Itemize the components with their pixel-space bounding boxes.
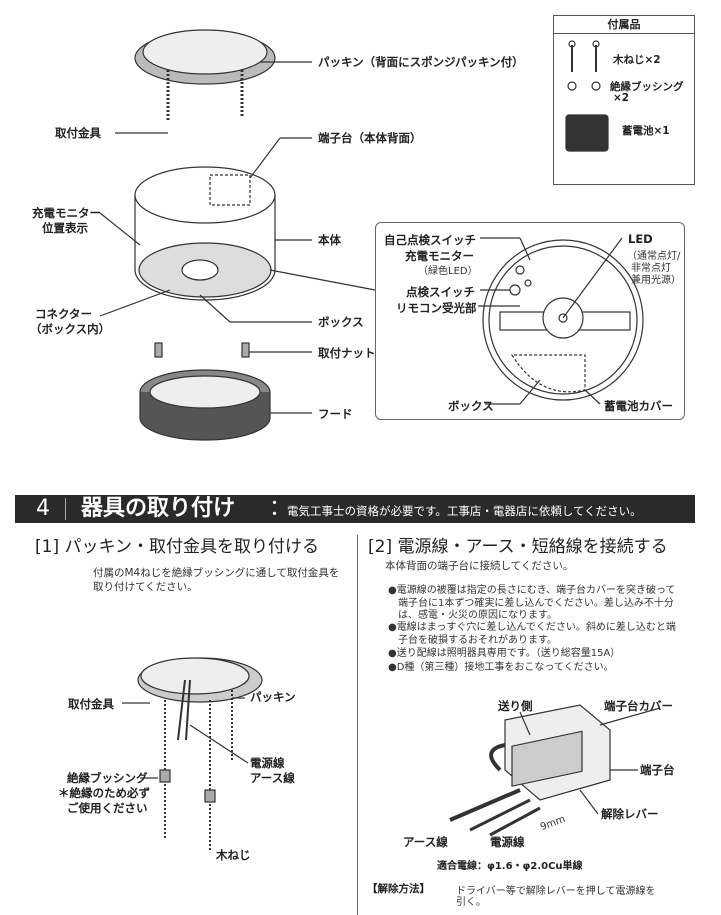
step2-bullet-1: ●電源線の被覆は指定の長さにむき、端子台カバーを突き破って端子台に1本ずつ確実に… xyxy=(388,585,676,621)
column-divider xyxy=(357,535,358,915)
bracket-install-drawing xyxy=(137,657,263,850)
connector-label-2: （ボックス内） xyxy=(30,322,111,336)
terminal-label: 端子台（本体背面） xyxy=(318,131,422,145)
section-separator xyxy=(65,498,66,520)
step1-earth-wire-label: アース線 xyxy=(250,771,295,785)
section-number: 4 xyxy=(36,496,50,521)
accessory-bushing-count: ×2 xyxy=(613,92,630,104)
check-switch-label: 点検スイッチ xyxy=(406,285,475,299)
green-led-label: （緑色LED） xyxy=(418,266,478,277)
release-method-text-1: ドライバー等で解除レバーを押して電源線を xyxy=(456,886,656,897)
section-4-header: 4 器具の取り付け ： 電気工事士の資格が必要です。工事店・電器店に依頼してくだ… xyxy=(15,495,695,523)
section-colon: ： xyxy=(269,496,292,521)
release-lever-label: 解除レバー xyxy=(601,807,659,821)
led-label: LED xyxy=(628,232,653,246)
section-title: 器具の取り付け xyxy=(81,496,236,521)
step1-bushing-note-1: ＊絶縁のため必ず xyxy=(58,786,150,800)
release-method-label: 【解除方法】 xyxy=(367,883,430,895)
step1-bracket-label: 取付金具 xyxy=(68,697,114,711)
accessories-title: 付属品 xyxy=(554,16,694,34)
body-label: 本体 xyxy=(318,233,341,247)
mounting-plate-drawing xyxy=(134,29,276,122)
step1-text-1: 付属のM4ねじを絶縁ブッシングに通して取付金具を xyxy=(93,567,340,579)
connector-label: コネクター xyxy=(35,307,93,321)
self-check-switch-label: 自己点検スイッチ xyxy=(384,233,476,247)
accessory-wood-screw: 木ねじ×2 xyxy=(613,54,661,66)
power-wire-label: 電源線 xyxy=(490,835,525,849)
section-note: 電気工事士の資格が必要です。工事店・電器店に依頼してください。 xyxy=(287,504,642,518)
step2-bullet-2: ●電線はまっすぐ穴に差し込んでください。斜めに差し込むと端子台を破損するおそれが… xyxy=(388,622,676,646)
step1-bushing-note-2: ご使用ください xyxy=(67,801,148,815)
charge-monitor-label: 充電モニター xyxy=(405,249,474,263)
monitor-position-label-2: 位置表示 xyxy=(42,221,88,235)
terminal-block-label: 端子台 xyxy=(640,763,675,777)
hood-drawing xyxy=(139,369,271,441)
step2-intro: 本体背面の端子台に接続してください。 xyxy=(385,560,574,572)
packing-label: パッキン（背面にスポンジパッキン付） xyxy=(318,55,524,69)
step1-packing-label: パッキン xyxy=(250,690,296,704)
accessory-battery: 蓄電池×1 xyxy=(622,125,670,137)
detail-box xyxy=(375,222,685,420)
release-method-text-2: 引く。 xyxy=(456,897,486,908)
step1-bushing-label: 絶縁ブッシング xyxy=(67,771,148,785)
monitor-position-label: 充電モニター xyxy=(32,206,101,220)
nut-label: 取付ナット xyxy=(318,346,376,360)
led-note-2: 非常点灯 xyxy=(631,263,671,274)
wire-spec: 適合電線：φ1.6・φ2.0Cu単線 xyxy=(437,861,583,872)
hood-label: フード xyxy=(318,407,353,421)
accessories-box: 付属品 xyxy=(553,15,695,185)
step1-text-2: 取り付けてください。 xyxy=(93,581,198,593)
battery-cover-label: 蓄電池カバー xyxy=(604,399,673,413)
terminal-cover-label: 端子台カバー xyxy=(604,699,673,713)
remote-receiver-label: リモコン受光部 xyxy=(396,301,477,315)
step2-heading: [2] 電源線・アース・短絡線を接続する xyxy=(368,537,668,557)
step2-bullet-4: ●D種（第三種）接地工事をおこなってください。 xyxy=(388,662,614,673)
step1-screw-label: 木ねじ xyxy=(216,848,251,862)
feed-side-label: 送り側 xyxy=(498,699,533,713)
step1-power-wire-label: 電源線 xyxy=(250,756,285,770)
main-body-drawing xyxy=(134,166,276,301)
led-note-1: （通常点灯/ xyxy=(627,251,681,262)
earth-wire-label: アース線 xyxy=(403,835,448,849)
detail-box-label: ボックス xyxy=(448,399,494,413)
bracket-label: 取付金具 xyxy=(55,126,101,140)
fixture-underside-drawing xyxy=(482,239,644,401)
led-note-3: 兼用光源） xyxy=(631,275,681,286)
terminal-block-drawing xyxy=(449,704,611,837)
step1-heading: [1] パッキン・取付金具を取り付ける xyxy=(35,537,319,557)
box-label: ボックス xyxy=(318,315,364,329)
step2-bullet-3: ●送り配線は照明器具専用です。（送り総容量15A） xyxy=(388,648,621,659)
accessory-bushing: 絶縁ブッシング xyxy=(610,81,684,93)
